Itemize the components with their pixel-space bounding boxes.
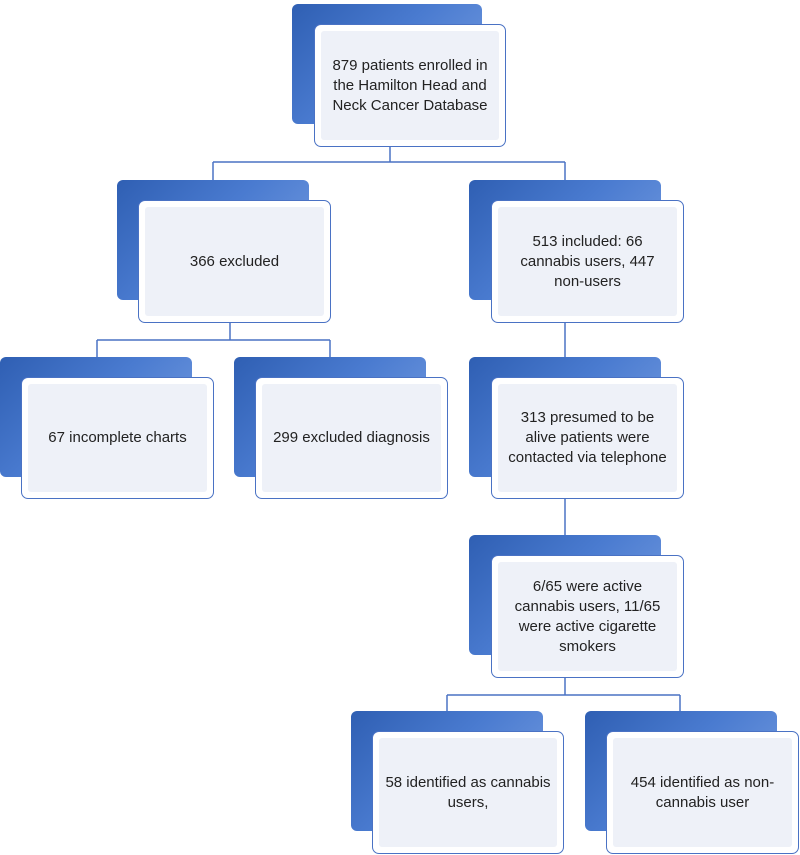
node-label: 299 excluded diagnosis [273, 429, 430, 446]
node-included: 513 included: 66 cannabis users, 447 non… [469, 180, 684, 324]
node-excluded-diagnosis: 299 excluded diagnosis [234, 357, 448, 499]
node-label: 879 patients enrolled in the Hamilton He… [332, 56, 488, 114]
node-label: 313 presumed to be alive patients were c… [508, 409, 667, 466]
node-incomplete-charts: 67 incomplete charts [0, 357, 214, 499]
node-contacted: 313 presumed to be alive patients were c… [469, 357, 684, 499]
node-label: 67 incomplete charts [48, 429, 187, 446]
node-label: 513 included: 66 cannabis users, 447 non… [520, 232, 655, 290]
node-active-users: 6/65 were active cannabis users, 11/65 w… [469, 535, 684, 678]
node-label: 6/65 were active cannabis users, 11/65 w… [514, 577, 661, 655]
node-excluded: 366 excluded [117, 180, 331, 324]
node-cannabis-users: 58 identified as cannabis users, [351, 711, 564, 854]
node-label: 454 identified as non-cannabis user [630, 773, 775, 811]
node-non-cannabis-users: 454 identified as non-cannabis user [585, 711, 799, 854]
node-label: 366 excluded [189, 252, 280, 270]
node-enrolled: 879 patients enrolled in the Hamilton He… [292, 4, 506, 147]
node-label: 58 identified as cannabis users, [385, 773, 551, 811]
